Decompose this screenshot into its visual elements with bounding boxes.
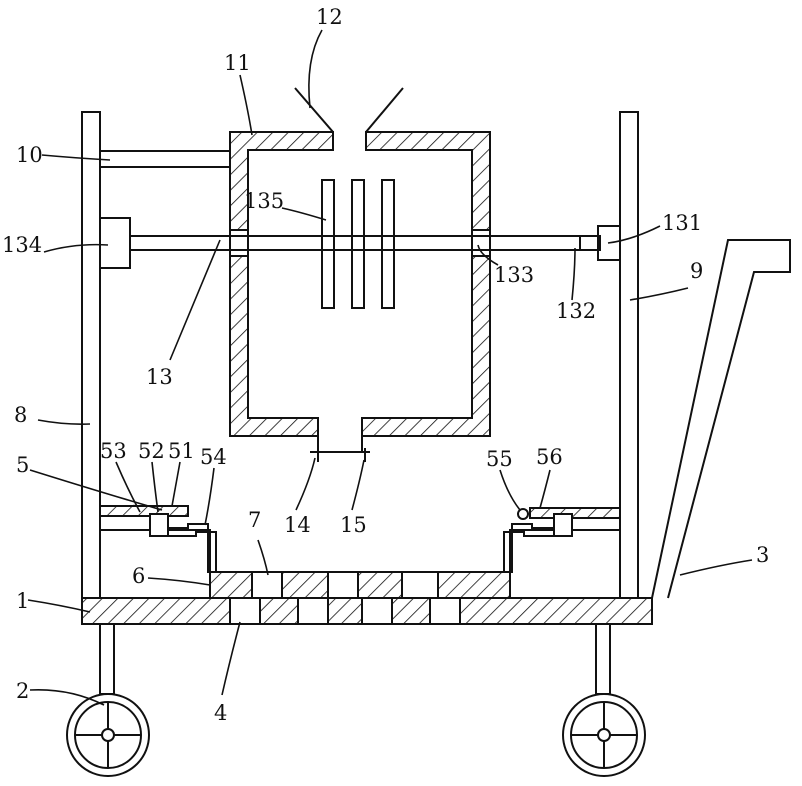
connecting-bar	[100, 151, 230, 167]
label-12: 12	[316, 5, 343, 29]
label-52: 52	[138, 439, 165, 463]
label-5: 5	[16, 453, 29, 477]
label-15: 15	[340, 513, 367, 537]
label-54: 54	[200, 445, 227, 469]
label-6: 6	[132, 564, 145, 588]
label-14: 14	[284, 513, 311, 537]
label-8: 8	[14, 403, 27, 427]
left-post	[82, 112, 100, 598]
label-53: 53	[100, 439, 127, 463]
label-131: 131	[662, 211, 702, 235]
label-55: 55	[486, 447, 513, 471]
right-post	[620, 112, 638, 598]
label-51: 51	[168, 439, 195, 463]
label-10: 10	[16, 143, 43, 167]
feed-funnel	[295, 88, 403, 132]
label-134: 134	[2, 233, 42, 257]
label-9: 9	[690, 259, 703, 283]
sliding-plate	[210, 572, 510, 598]
label-1: 1	[16, 589, 29, 613]
left-wheel-assembly	[67, 624, 149, 776]
base-plate	[82, 598, 652, 624]
left-platform	[100, 530, 210, 598]
right-clamp-mechanism	[504, 508, 620, 572]
right-wheel-assembly	[563, 624, 645, 776]
label-11: 11	[224, 51, 251, 75]
label-132: 132	[556, 299, 596, 323]
label-7: 7	[248, 508, 261, 532]
label-2: 2	[16, 679, 29, 703]
label-3: 3	[756, 543, 769, 567]
right-platform	[510, 530, 620, 598]
label-13: 13	[146, 365, 173, 389]
left-clamp-mechanism	[100, 506, 216, 572]
label-4: 4	[214, 701, 227, 725]
label-133: 133	[494, 263, 534, 287]
label-56: 56	[536, 445, 563, 469]
label-135: 135	[244, 189, 284, 213]
